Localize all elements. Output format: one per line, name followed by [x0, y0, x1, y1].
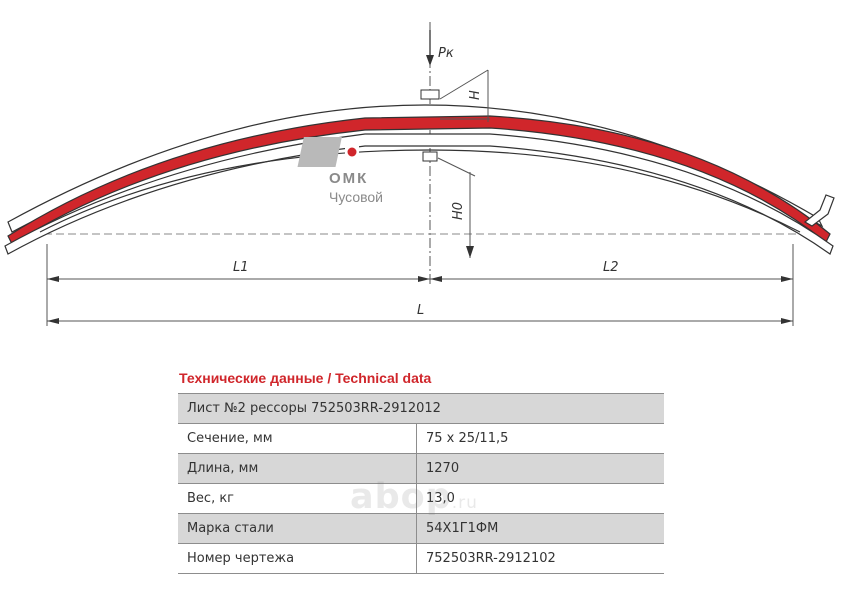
- table-title: Технические данные / Technical data: [179, 370, 432, 386]
- free-height-label: H0: [451, 202, 466, 220]
- height-label: H: [468, 90, 483, 100]
- bottom-leaf: [39, 149, 801, 233]
- table-row: Сечение, мм 75 x 25/11,5: [178, 423, 664, 454]
- row-label: Марка стали: [178, 513, 417, 544]
- row-value: 1270: [416, 453, 664, 484]
- watermark-main: abop: [350, 477, 452, 517]
- technical-data-table: Лист №2 рессоры 752503RR-2912012 Сечение…: [178, 393, 664, 574]
- row-value: 54Х1Г1ФМ: [416, 513, 664, 544]
- row-value: 752503RR-2912102: [416, 543, 664, 574]
- watermark: abop.ru: [350, 477, 478, 517]
- logo-subtitle: Чусовой: [329, 189, 383, 205]
- watermark-suffix: .ru: [451, 493, 478, 513]
- table-header: Лист №2 рессоры 752503RR-2912012: [178, 393, 664, 424]
- row-value: 75 x 25/11,5: [416, 423, 664, 454]
- logo-text: ОМК: [329, 170, 368, 187]
- table-row: Вес, кг 13,0: [178, 483, 664, 514]
- l2-label: L2: [603, 260, 619, 275]
- table-header-row: Лист №2 рессоры 752503RR-2912012: [178, 393, 664, 424]
- leaf-spring-drawing: Pк H H0 L1 L2 L ОМК Чусовой: [4, 22, 835, 326]
- row-label: Вес, кг: [178, 483, 417, 514]
- table-row: Марка стали 54Х1Г1ФМ: [178, 513, 664, 544]
- center-bolt-head: [420, 89, 440, 100]
- load-label: Pк: [438, 46, 454, 61]
- table-row: Номер чертежа 752503RR-2912102: [178, 543, 664, 574]
- l1-label: L1: [233, 260, 249, 275]
- third-leaf: [4, 133, 834, 255]
- row-label: Сечение, мм: [178, 423, 417, 454]
- omk-logo: [297, 137, 359, 167]
- row-label: Номер чертежа: [178, 543, 417, 574]
- total-length-label: L: [417, 303, 424, 318]
- center-bolt-nut: [422, 151, 438, 162]
- right-clip: [803, 194, 835, 227]
